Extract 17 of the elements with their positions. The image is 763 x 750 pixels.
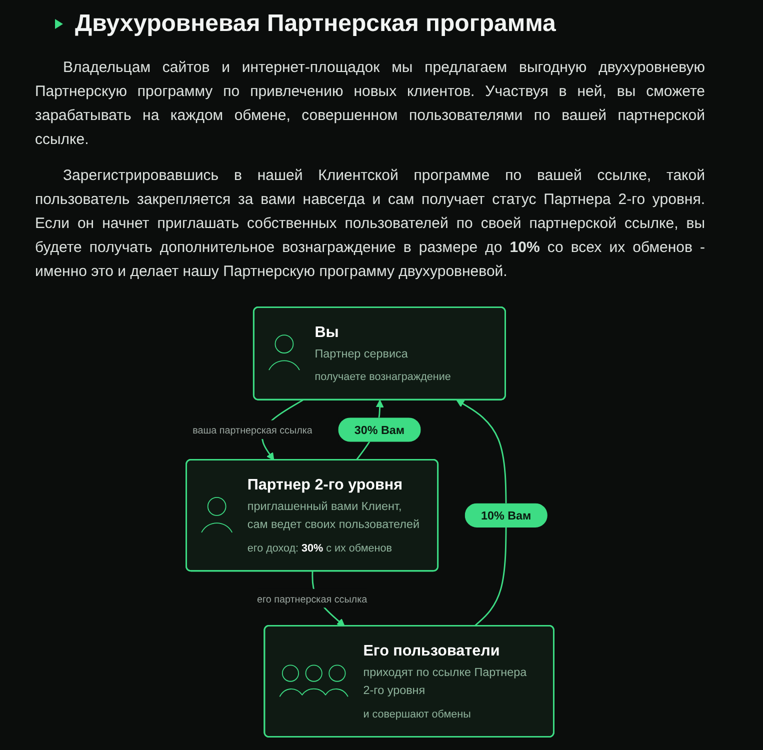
edge-label: 30% Вам (354, 422, 405, 436)
node-text: получаете вознаграждение (314, 370, 451, 386)
node-title: Его пользователи (363, 642, 500, 659)
node-title: Партнер 2-го уровня (247, 476, 403, 493)
edge-label: 10% Вам (480, 508, 532, 522)
node-text: Партнер сервиса (314, 346, 408, 360)
node-text: его доход: 30% с их обменов (247, 540, 392, 556)
page-title: Двухуровневая Партнерская программа (75, 10, 556, 38)
node-text: и совершают обмены (363, 706, 471, 722)
edge-label: его партнерская ссылка (257, 594, 368, 605)
paragraph: Владельцам сайтов и интернет-площадок мы предлагаем выгодную двухуровневую Партнерскую программу по привлечению новых клиентов. Участвуя в ней, вы сможете зарабатывать на каждом обмене, совершенном пользователями по вашей партнерской ссылке. (35, 58, 705, 150)
arrow (456, 400, 507, 627)
node-text: приходят по ссылке Партнера 2-го уровня (363, 664, 527, 698)
edge-label: ваша партнерская ссылка (192, 426, 312, 436)
node-title: Вы (314, 323, 339, 340)
paragraph: Зарегистрировавшись в нашей Клиентской программе по вашей ссылке, такой пользователь закрепляется за вами навсегда и сам получает статус Партнера 2-го уровня. Если он начнет приглашать собственных пользователей по своей партнерской ссылке, вы будете получать дополнительное вознаграждение в размере до 10% со всех их обменов - именно это и делает нашу Партнерскую программу двухуровневой. (35, 166, 705, 282)
node-text: приглашенный вами Клиент, сам ведет своих пользователей (247, 498, 420, 532)
